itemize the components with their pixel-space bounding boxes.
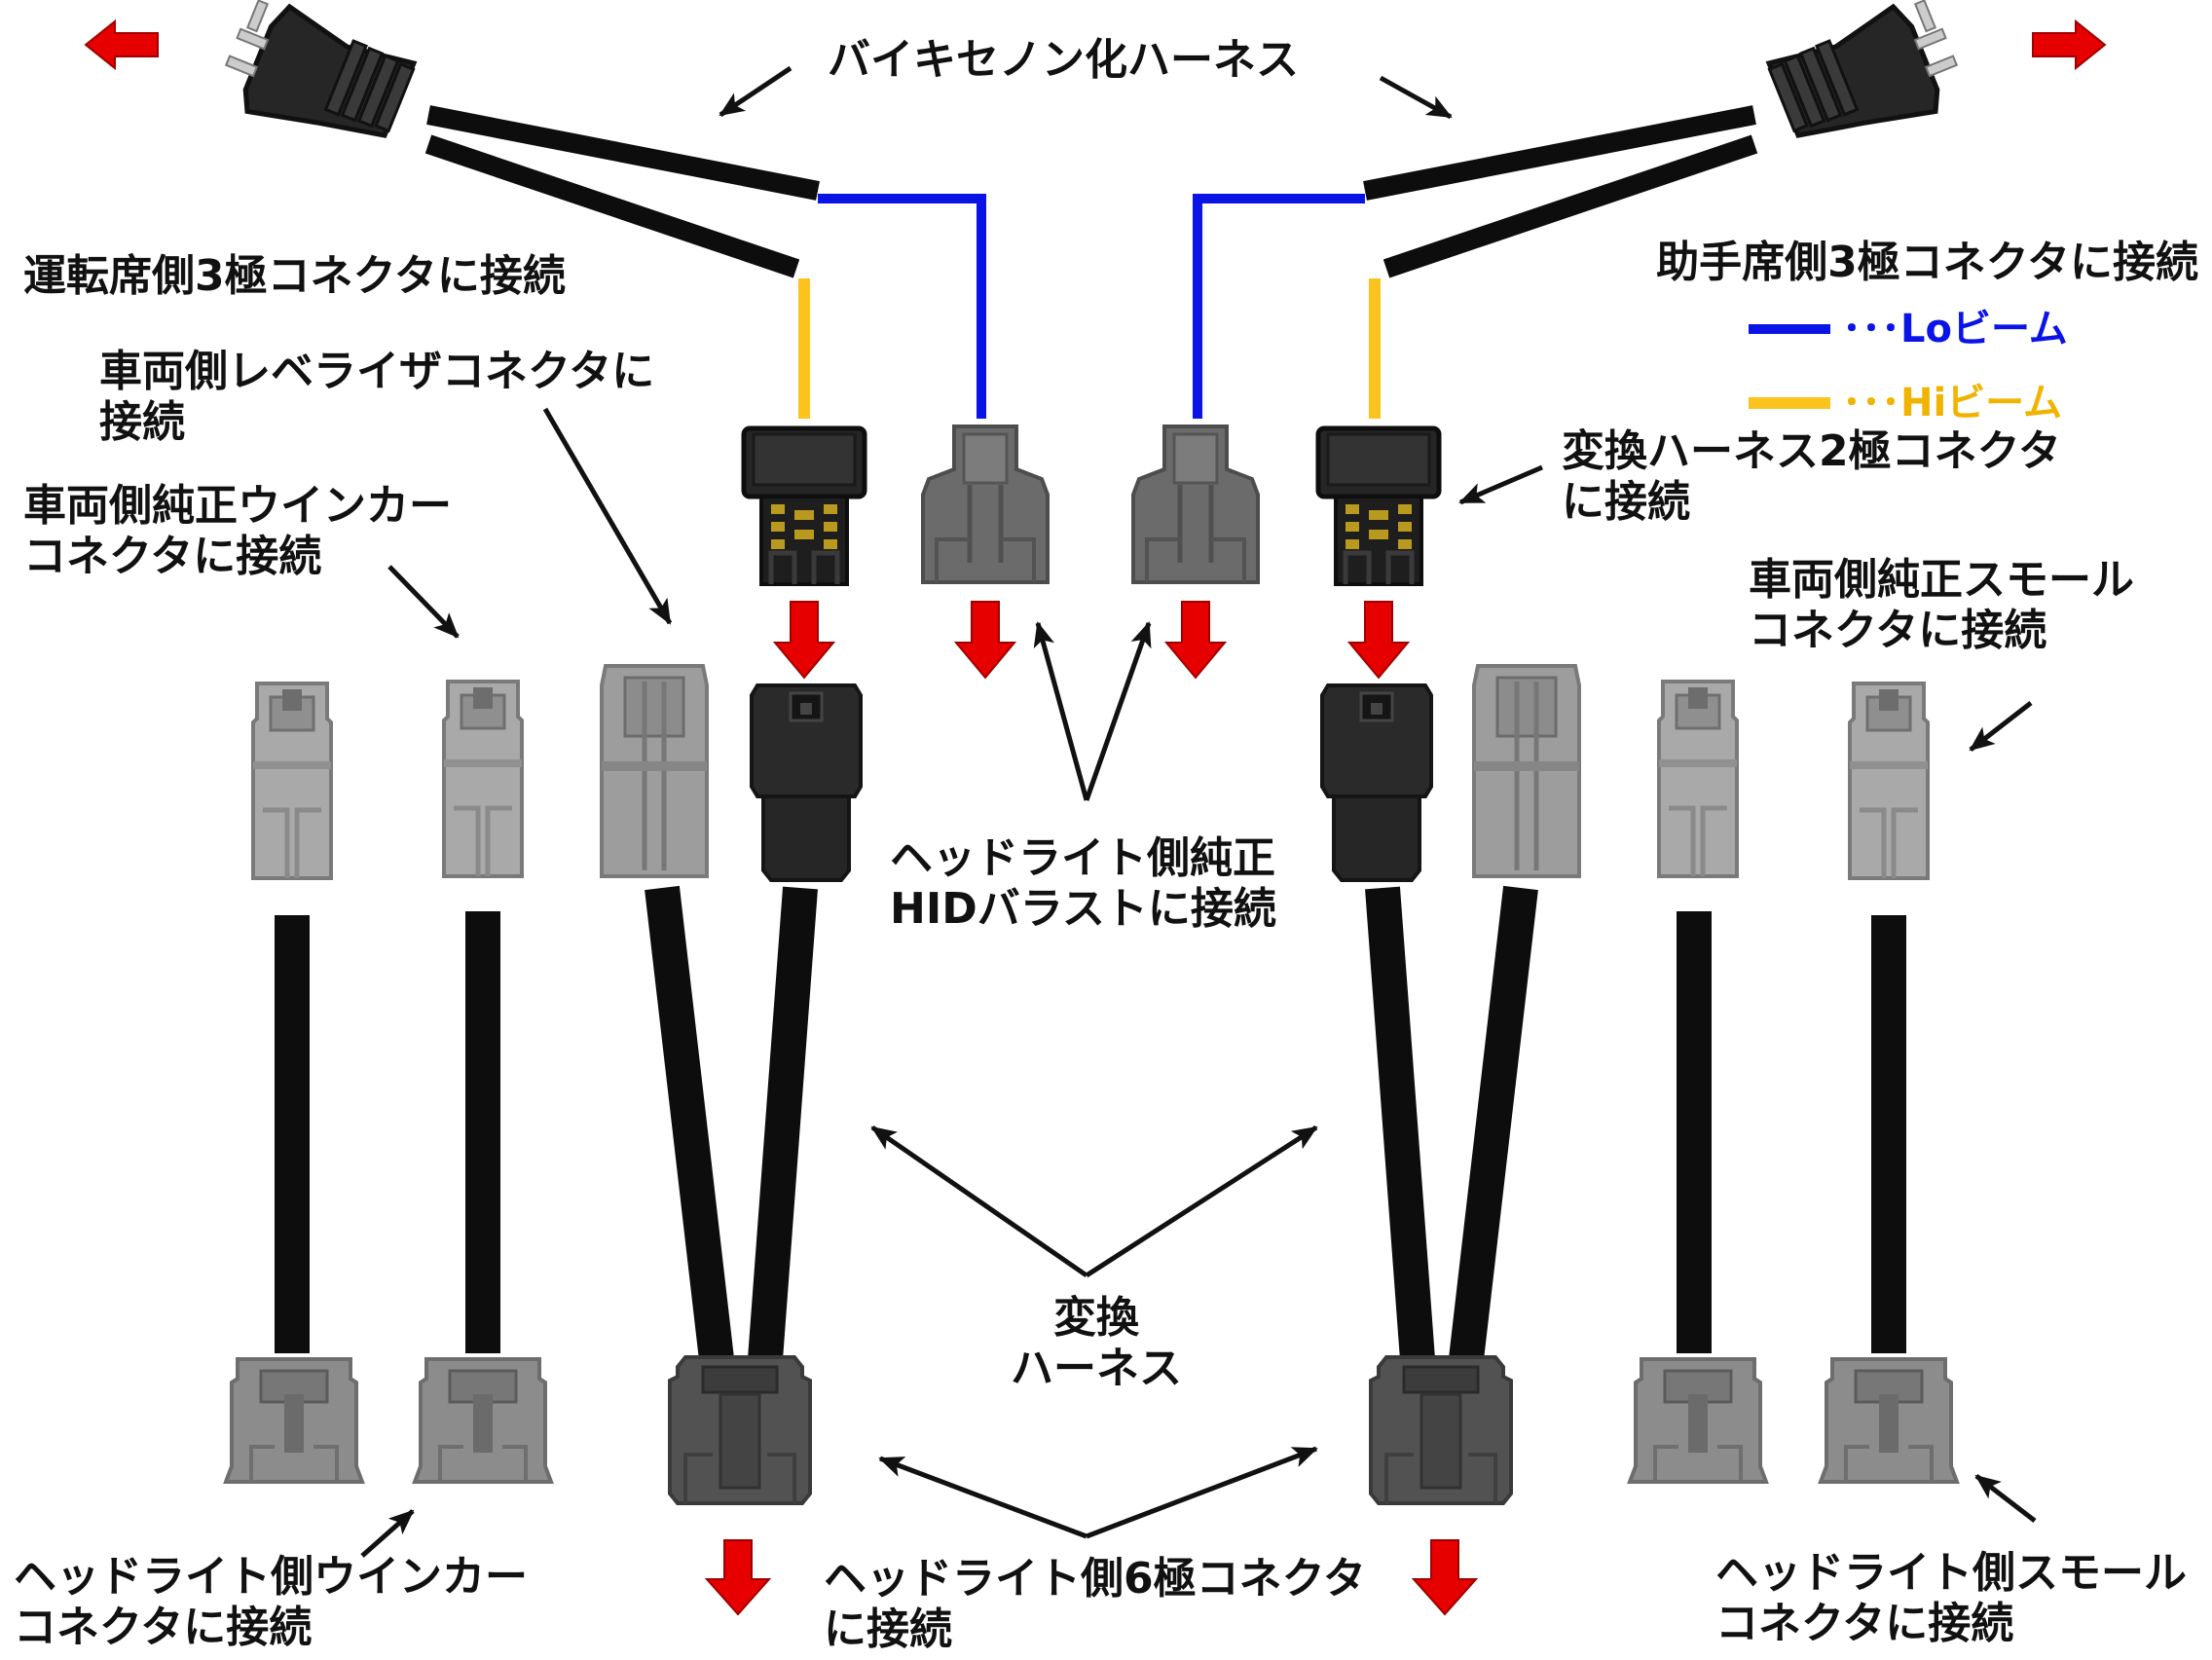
legend-lo-label: Loビーム bbox=[1900, 307, 2068, 351]
label-head-6pin-line1: ヘッドライト側6極コネクタ bbox=[824, 1554, 1366, 1604]
label-conv-2pin-line2: に接続 bbox=[1562, 477, 1690, 527]
label-oem-small-line1: 車両側純正スモール bbox=[1749, 555, 2134, 605]
label-head-winker-line2: コネクタに接続 bbox=[14, 1603, 313, 1652]
label-passenger-3pin: 助手席側3極コネクタに接続 bbox=[1656, 238, 2198, 287]
label-head-small: ヘッドライト側スモール コネクタに接続 bbox=[1715, 1548, 2187, 1649]
label-oem-winker-line1: 車両側純正ウインカー bbox=[23, 481, 452, 531]
label-head-small-line1: ヘッドライト側スモール bbox=[1715, 1548, 2187, 1598]
legend-lo-dots: ･･･ bbox=[1842, 307, 1900, 351]
label-conversion-line2: ハーネス bbox=[1011, 1344, 1182, 1393]
legend-hi-label: Hiビーム bbox=[1900, 381, 2062, 425]
label-leveler-line2: 接続 bbox=[99, 397, 185, 447]
label-head-6pin: ヘッドライト側6極コネクタ に接続 bbox=[824, 1554, 1366, 1655]
label-head-6pin-line2: に接続 bbox=[824, 1605, 952, 1654]
label-head-winker-line1: ヘッドライト側ウインカー bbox=[14, 1552, 528, 1602]
label-oem-small-line2: コネクタに接続 bbox=[1749, 606, 2047, 655]
label-hid-ballast: ヘッドライト側純正 HIDバラストに接続 bbox=[890, 833, 1276, 935]
label-conversion-line1: 変換 bbox=[1053, 1293, 1139, 1343]
label-leveler-line1: 車両側レベライザコネクタに bbox=[99, 347, 655, 396]
label-conv-2pin-line1: 変換ハーネス2極コネクタ bbox=[1562, 426, 2061, 476]
label-conv-2pin: 変換ハーネス2極コネクタ に接続 bbox=[1562, 426, 2061, 528]
label-oem-small: 車両側純正スモール コネクタに接続 bbox=[1749, 555, 2134, 656]
label-driver-3pin: 運転席側3極コネクタに接続 bbox=[23, 251, 566, 301]
legend-hi-dots: ･･･ bbox=[1842, 381, 1900, 425]
legend-lo-beam: ･･･Loビーム bbox=[1842, 306, 2068, 352]
legend-hi-beam: ･･･Hiビーム bbox=[1842, 380, 2062, 426]
label-oem-winker-line2: コネクタに接続 bbox=[23, 532, 322, 581]
label-oem-winker: 車両側純正ウインカー コネクタに接続 bbox=[23, 481, 452, 582]
label-conversion: 変換 ハーネス bbox=[989, 1293, 1203, 1394]
label-head-winker: ヘッドライト側ウインカー コネクタに接続 bbox=[14, 1552, 528, 1653]
label-head-small-line2: コネクタに接続 bbox=[1715, 1599, 2014, 1648]
label-hid-ballast-line1: ヘッドライト側純正 bbox=[890, 833, 1275, 883]
label-hid-ballast-line2: HIDバラストに接続 bbox=[890, 884, 1276, 934]
harness-title: バイキセノン化ハーネス bbox=[828, 35, 1299, 85]
label-leveler: 車両側レベライザコネクタに 接続 bbox=[99, 347, 654, 448]
